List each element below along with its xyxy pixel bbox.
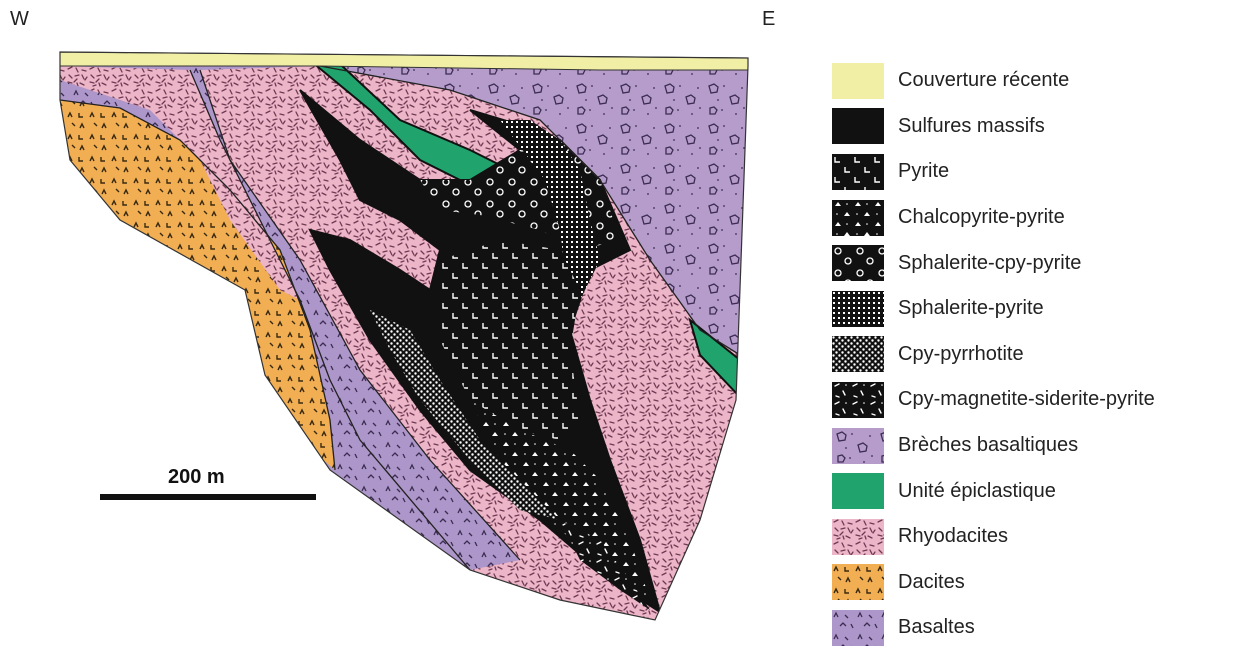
legend-item-couverture: Couverture récente [832,58,1155,104]
legend-item-pyrite: Pyrite [832,149,1155,195]
legend-swatch-pyrite [832,153,884,190]
legend-label-sphal-cpy: Sphalerite-cpy-pyrite [898,251,1082,274]
legend-item-cpy-pyrr: Cpy-pyrrhotite [832,332,1155,378]
legend-item-sulfures: Sulfures massifs [832,104,1155,150]
legend-item-sphal-cpy: Sphalerite-cpy-pyrite [832,240,1155,286]
legend-label-chalco: Chalcopyrite-pyrite [898,206,1065,229]
legend-item-cpy-mag: Cpy-magnetite-siderite-pyrite [832,377,1155,423]
legend-swatch-sphal [832,290,884,327]
legend-swatch-rhyodacites [832,518,884,555]
west-label: W [10,8,29,30]
legend-swatch-epiclastique [832,473,884,510]
legend-label-basaltes: Basaltes [898,616,975,639]
legend-swatch-cpy-mag [832,381,884,418]
cpy-magnetite-siderite-pyrite-zone [560,520,650,610]
legend-swatch-sphal-cpy [832,245,884,282]
legend-label-rhyodacites: Rhyodacites [898,525,1009,548]
legend-label-cpy-mag: Cpy-magnetite-siderite-pyrite [898,388,1155,411]
legend-item-epiclastique: Unité épiclastique [832,468,1155,514]
legend-item-sphal: Sphalerite-pyrite [832,286,1155,332]
legend-item-basaltes: Basaltes [832,605,1155,651]
sphalerite-pyrite-zone [500,120,600,300]
dacite-unit [60,100,335,470]
legend-label-dacites: Dacites [898,570,965,593]
legend-swatch-couverture [832,62,884,99]
legend-item-rhyodacites: Rhyodacites [832,514,1155,560]
pyrite-zone [440,240,580,440]
legend-label-sphal: Sphalerite-pyrite [898,297,1044,320]
legend-swatch-basaltes [832,609,884,646]
legend-label-pyrite: Pyrite [898,160,950,183]
scale-bar [100,494,316,500]
legend-label-breches: Brèches basaltiques [898,434,1079,457]
legend-swatch-dacites [832,564,884,601]
legend-swatch-chalco [832,199,884,236]
cpy-pyrrhotite-zone [370,310,560,520]
legend-swatch-sulfures [832,108,884,145]
legend-label-couverture: Couverture récente [898,69,1070,92]
legend-label-epiclastique: Unité épiclastique [898,479,1056,502]
rhyodacite-tongue [60,66,300,300]
legend-swatch-cpy-pyrr [832,336,884,373]
breccia-unit [320,66,748,360]
section-outline [59,51,749,621]
legend-item-breches: Brèches basaltiques [832,423,1155,469]
east-label: E [762,8,776,30]
scale-bar-label: 200 m [168,466,225,488]
legend-swatch-breches [832,427,884,464]
legend-item-dacites: Dacites [832,560,1155,606]
legend-label-cpy-pyrr: Cpy-pyrrhotite [898,342,1024,365]
legend-label-sulfures: Sulfures massifs [898,114,1045,137]
legend-item-chalco: Chalcopyrite-pyrite [832,195,1155,241]
